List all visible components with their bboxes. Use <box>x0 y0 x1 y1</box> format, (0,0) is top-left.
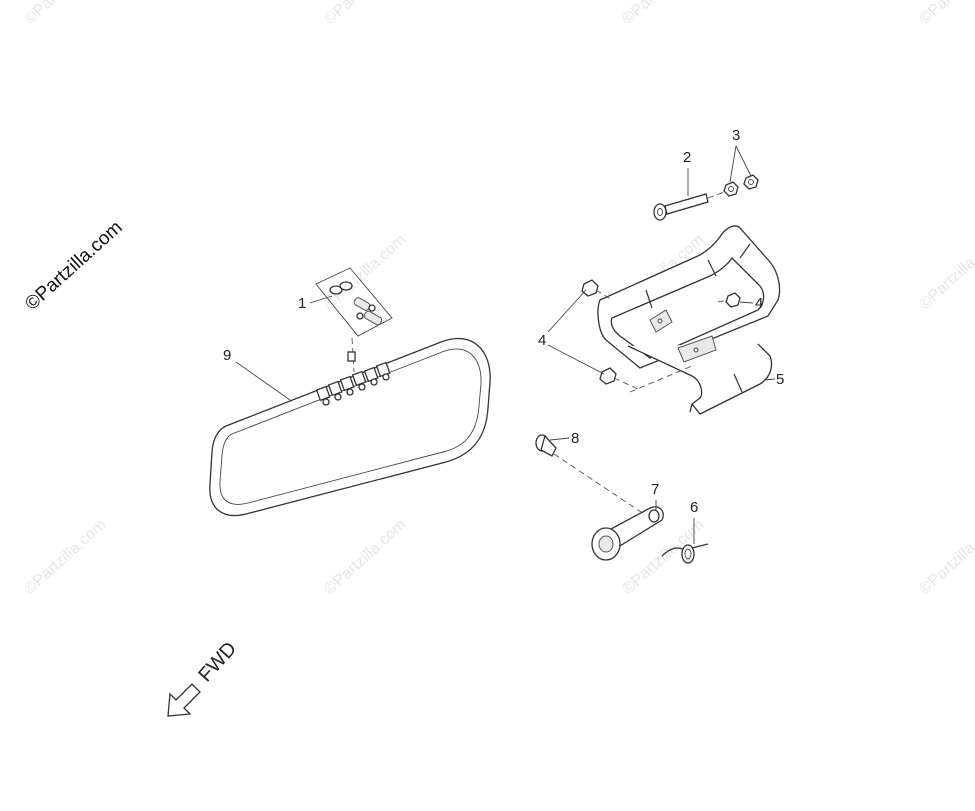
tensioner-arm <box>591 506 664 561</box>
watermark: ©Partzilla.com <box>321 516 409 598</box>
callout-4: 4 <box>538 332 546 349</box>
callouts: 1 2 3 4 4 5 6 7 8 9 <box>223 127 784 544</box>
watermark: ©Partzilla.com <box>619 0 707 28</box>
watermark: ©Partzilla.com <box>916 231 975 313</box>
bolt <box>653 189 731 221</box>
watermark: ©Partzilla.com <box>21 0 109 28</box>
spring <box>661 543 709 564</box>
drive-chain <box>209 337 491 517</box>
watermark: ©Partzilla.com <box>916 0 975 28</box>
pivot-pin <box>535 434 645 515</box>
watermarks: ©Partzilla.com ©Partzilla.com ©Partzilla… <box>21 0 975 598</box>
nut <box>723 174 759 197</box>
callout-7: 7 <box>651 481 659 498</box>
watermark: ©Partzilla.com <box>321 0 409 28</box>
forward-direction-indicator: FWD <box>167 638 241 717</box>
callout-5: 5 <box>776 371 784 388</box>
fwd-label: FWD <box>194 638 241 687</box>
callout-8: 8 <box>571 430 579 447</box>
callout-9: 9 <box>223 347 231 364</box>
arrow-down-left-icon <box>167 683 201 717</box>
watermark: ©Partzilla.com <box>21 516 109 598</box>
watermark: ©Partzilla.com <box>916 516 975 598</box>
callout-1: 1 <box>298 295 306 312</box>
bolt-nut <box>581 279 741 393</box>
partzilla-logo: ©Partzilla.com <box>21 217 126 315</box>
callout-6: 6 <box>690 499 698 516</box>
watermark: ©Partzilla.com <box>321 231 409 313</box>
chain-links <box>315 361 391 406</box>
callout-3: 3 <box>732 127 740 144</box>
chain-guard-bracket <box>597 225 781 415</box>
chain-master-link <box>315 267 393 373</box>
callout-2: 2 <box>683 149 691 166</box>
callout-4: 4 <box>755 295 763 312</box>
